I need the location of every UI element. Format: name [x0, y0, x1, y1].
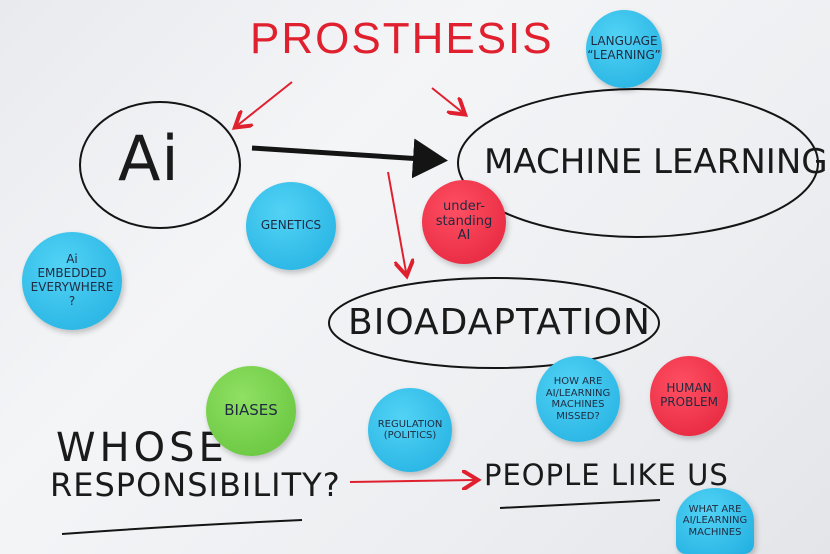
machine-learning-ellipse: [457, 88, 819, 238]
note-language-learning: LANGUAGE “LEARNING”: [586, 10, 662, 88]
note-genetics: GENETICS: [246, 182, 336, 270]
node-ai: Ai: [118, 122, 180, 195]
ai-to-ml-arrow: [251, 138, 448, 179]
node-responsibility: RESPONSIBILITY?: [50, 466, 341, 504]
note-understanding-ai: under-standing AI: [422, 180, 506, 264]
node-people-like-us: PEOPLE LIKE US: [484, 458, 729, 492]
title-to-ml-arrow: [431, 87, 462, 112]
note-ai-learning-bottom: WHAT ARE AI/LEARNING MACHINES: [676, 488, 754, 554]
note-regulation: REGULATION (POLITICS): [368, 388, 452, 472]
responsibility-underline: [61, 519, 303, 535]
note-biases: BIASES: [206, 366, 296, 456]
node-machine-learning: MACHINE LEARNING: [484, 142, 828, 182]
bioadaptation-ellipse: [328, 277, 660, 369]
note-human-problem: HUMAN PROBLEM: [650, 356, 728, 436]
node-whose: WHOSE: [56, 425, 228, 471]
responsibility-to-people-arrow: [349, 480, 474, 482]
ml-to-bioadaptation-arrow: [387, 171, 406, 272]
note-ai-embedded: Ai EMBEDDED EVERYWHERE ?: [22, 232, 122, 330]
title-prosthesis: PROSTHESIS: [250, 14, 554, 63]
node-bioadaptation: BIOADAPTATION: [348, 302, 651, 343]
people-underline: [499, 499, 661, 509]
ai-ellipse: [79, 101, 241, 229]
note-ai-learning-missed: HOW ARE AI/LEARNING MACHINES MISSED?: [536, 356, 620, 442]
title-to-ai-arrow: [238, 81, 293, 125]
